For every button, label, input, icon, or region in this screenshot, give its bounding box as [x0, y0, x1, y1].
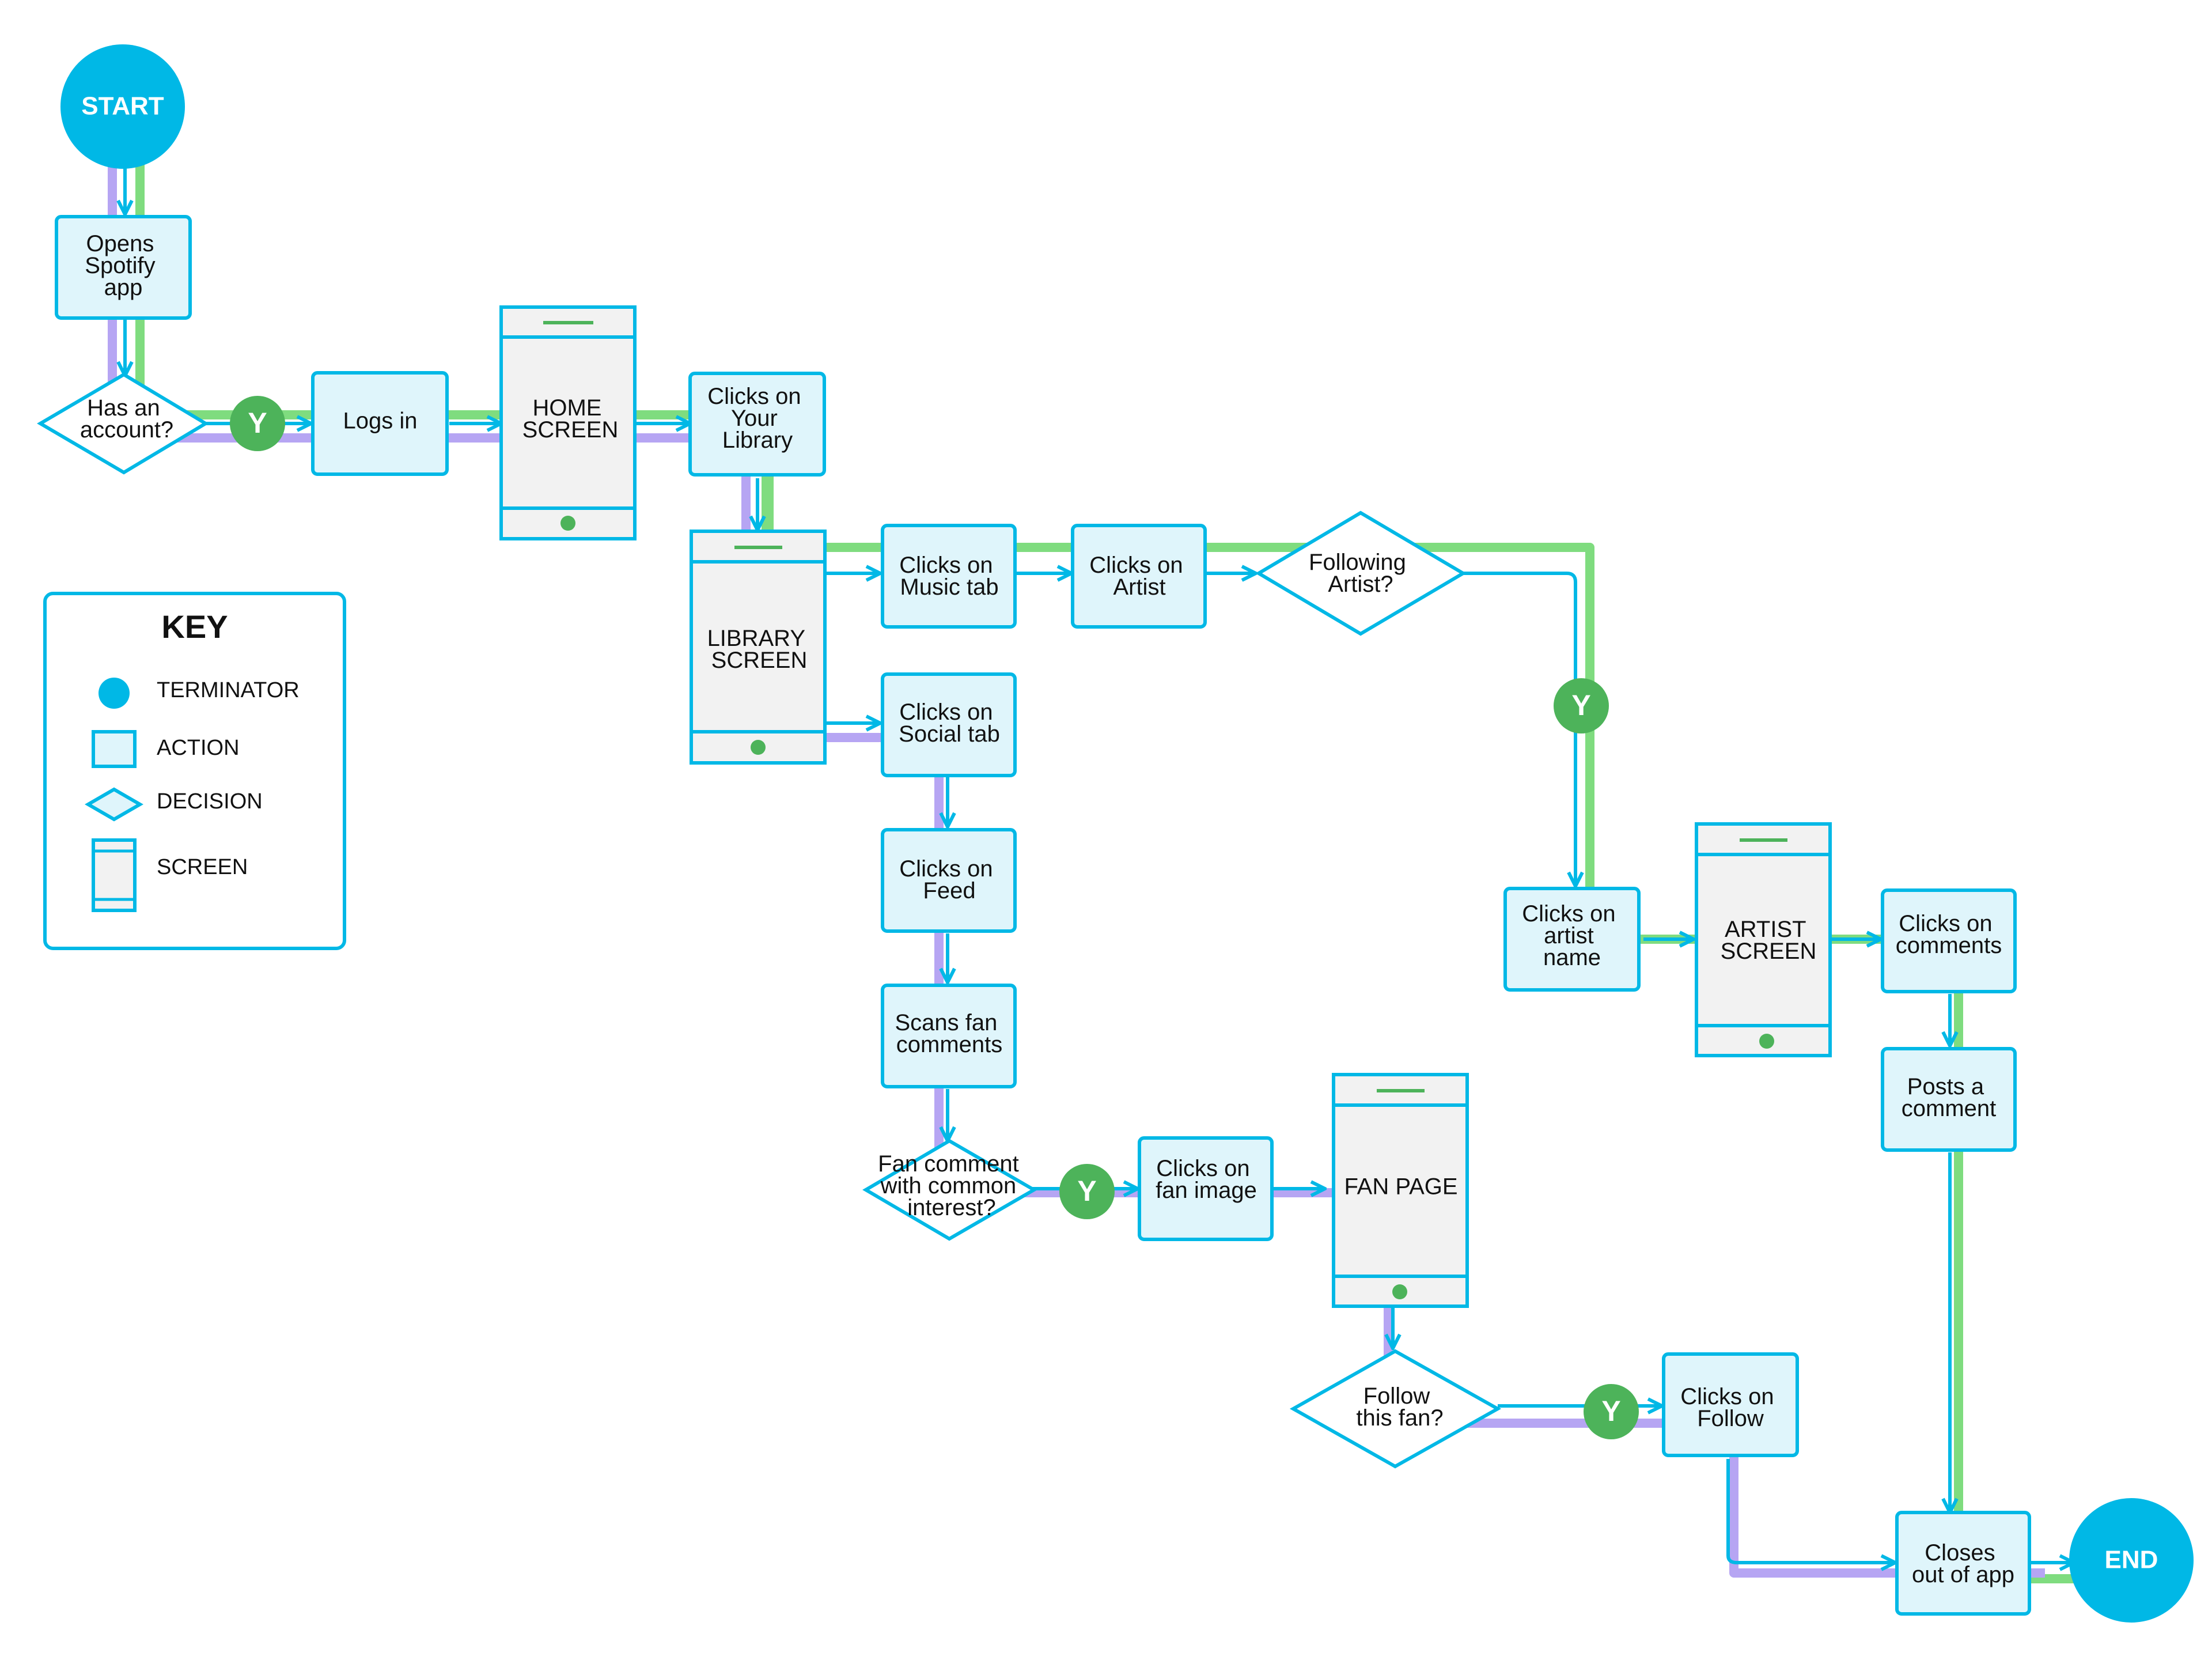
action-clicks-follow-label: Clicks on Follow	[1680, 1384, 1780, 1431]
legend-terminator-label: TERMINATOR	[157, 678, 300, 702]
legend-decision-icon	[85, 787, 143, 822]
connector-clicksfollow-closes	[1726, 1459, 1895, 1563]
action-clicks-music-tab: Clicks on Music tab	[881, 524, 1017, 629]
action-logs-in: Logs in	[311, 371, 449, 476]
action-clicks-fan-image: Clicks on fan image	[1138, 1136, 1274, 1241]
screen-home: HOME SCREEN	[499, 305, 637, 540]
action-clicks-social-tab-label: Clicks on Social tab	[899, 699, 1000, 747]
action-logs-in-label: Logs in	[343, 409, 418, 434]
yes-badge-follow-fan: Y	[1584, 1384, 1639, 1439]
action-posts-comment-label: Posts a comment	[1902, 1074, 1997, 1121]
action-closes-app: Closes out of app	[1895, 1511, 2031, 1616]
legend-screen-label: SCREEN	[157, 855, 248, 879]
legend-screen-icon	[92, 838, 137, 912]
screen-library-label: LIBRARY SCREEN	[707, 626, 812, 673]
screen-artist-label: ARTIST SCREEN	[1721, 917, 1817, 964]
action-clicks-fan-image-label: Clicks on fan image	[1156, 1156, 1257, 1203]
action-closes-app-label: Closes out of app	[1912, 1540, 2014, 1587]
start-terminator: START	[60, 44, 185, 169]
yes-badge-label: Y	[1601, 1395, 1620, 1427]
action-scans-fan-comments: Scans fan comments	[881, 984, 1017, 1088]
action-clicks-feed-label: Clicks on Feed	[899, 856, 999, 903]
yes-badge-label: Y	[248, 407, 267, 439]
action-clicks-artist-name-label: Clicks on artist name	[1522, 901, 1622, 970]
yes-badge-label: Y	[1077, 1175, 1096, 1207]
screen-library: LIBRARY SCREEN	[690, 530, 827, 765]
action-clicks-your-library-label: Clicks on Your Library	[707, 384, 807, 453]
action-opens-spotify-label: Opens Spotify app	[85, 231, 161, 300]
action-scans-fan-comments-label: Scans fan comments	[895, 1010, 1003, 1057]
action-clicks-feed: Clicks on Feed	[881, 828, 1017, 933]
action-clicks-your-library: Clicks on Your Library	[688, 372, 826, 477]
legend: KEY TERMINATOR ACTION DECISION SCREEN	[43, 592, 346, 950]
screen-artist: ARTIST SCREEN	[1695, 822, 1832, 1057]
yes-badge-fan-comment: Y	[1059, 1164, 1115, 1219]
screen-home-label: HOME SCREEN	[522, 395, 619, 443]
action-clicks-social-tab: Clicks on Social tab	[881, 672, 1017, 777]
flow-connectors	[125, 167, 2074, 1563]
decision-has-account: Has an account?	[37, 372, 209, 475]
yes-badge-has-account: Y	[230, 396, 285, 451]
decision-following-artist-label: Following Artist?	[1309, 550, 1412, 597]
end-label: END	[2105, 1546, 2158, 1574]
legend-action-label: ACTION	[157, 736, 240, 760]
start-label: START	[81, 92, 164, 120]
action-clicks-comments: Clicks on comments	[1881, 888, 2017, 993]
legend-action-icon	[92, 730, 137, 768]
action-clicks-follow: Clicks on Follow	[1662, 1352, 1799, 1457]
yes-badge-following-artist: Y	[1554, 678, 1609, 733]
connector-following-artistname	[1463, 572, 1575, 886]
action-posts-comment: Posts a comment	[1881, 1047, 2017, 1152]
action-opens-spotify: Opens Spotify app	[55, 215, 192, 320]
action-clicks-comments-label: Clicks on comments	[1896, 911, 2002, 958]
legend-decision-label: DECISION	[157, 789, 263, 814]
decision-follow-fan: Follow this fan?	[1289, 1349, 1502, 1469]
end-terminator: END	[2069, 1498, 2194, 1623]
action-clicks-music-tab-label: Clicks on Music tab	[899, 553, 999, 600]
decision-fan-comment: Fan comment with common interest?	[862, 1139, 1037, 1241]
screen-fan-page-label: FAN PAGE	[1344, 1174, 1457, 1200]
yes-badge-label: Y	[1571, 689, 1590, 721]
legend-terminator-icon	[99, 678, 130, 709]
decision-follow-fan-label: Follow this fan?	[1356, 1383, 1443, 1431]
decision-fan-comment-label: Fan comment with common interest?	[878, 1151, 1025, 1220]
action-clicks-artist: Clicks on Artist	[1071, 524, 1207, 629]
legend-title: KEY	[161, 608, 228, 645]
decision-has-account-label: Has an account?	[80, 395, 173, 443]
action-clicks-artist-name: Clicks on artist name	[1503, 887, 1641, 992]
screen-fan-page: FAN PAGE	[1332, 1073, 1469, 1308]
decision-following-artist: Following Artist?	[1255, 511, 1467, 636]
action-clicks-artist-label: Clicks on Artist	[1089, 553, 1189, 600]
